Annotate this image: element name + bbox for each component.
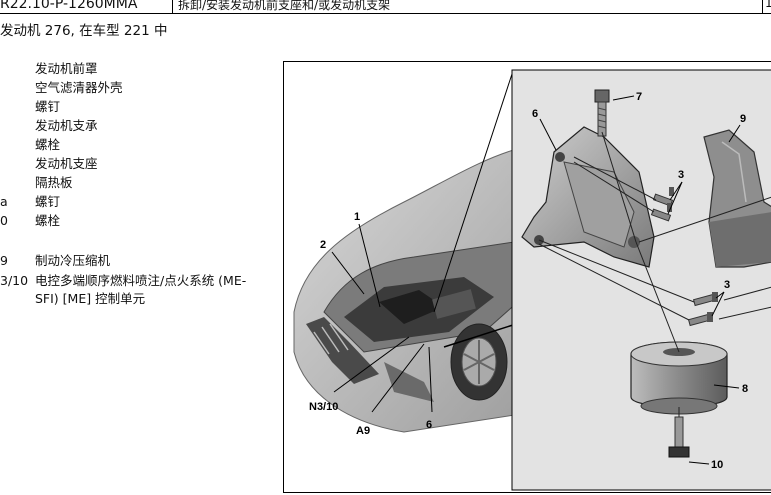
callout-label: 6 — [426, 419, 432, 431]
legend-desc: 发动机支座 — [35, 156, 98, 171]
legend-desc: 隔热板 — [35, 175, 73, 190]
legend-desc: 螺钉 — [35, 99, 61, 114]
legend-desc: 空气滤清器外壳 — [35, 80, 123, 95]
callout-label: A9 — [356, 425, 370, 437]
engine-illustration: 1 2 N3/10 A9 6 7 6 9 3 3 8 10 — [293, 69, 771, 491]
engine-mount-figure: 1 2 N3/10 A9 6 7 6 9 3 3 8 10 — [283, 61, 771, 493]
legend-code: 9 — [0, 253, 8, 268]
callout-label: N3/10 — [309, 401, 338, 413]
legend-desc: 电控多端顺序燃料喷注/点火系统 (ME-SFI) [ME] 控制单元 — [35, 273, 247, 306]
callout-label: 6 — [532, 108, 538, 120]
legend-desc: 发动机前罩 — [35, 61, 98, 76]
legend-desc: 制动冷压缩机 — [35, 253, 111, 268]
car-callouts: 1 2 N3/10 A9 6 — [309, 211, 433, 437]
bolt-7 — [594, 89, 610, 137]
detail-callouts: 7 6 9 3 3 8 10 — [532, 91, 748, 471]
heat-shield — [703, 129, 771, 268]
callout-label: 8 — [742, 383, 748, 395]
callout-label: 3 — [724, 279, 730, 291]
header-divider — [762, 0, 763, 13]
legend-code: a — [0, 194, 8, 209]
page-number: 1 — [765, 0, 771, 10]
screws-3-upper — [650, 187, 674, 222]
document-header: R22.10-P-1260MMA 拆卸/安装发动机前支座和/或发动机支架 1 — [0, 0, 771, 14]
callout-label: 1 — [354, 211, 360, 223]
screws-3-lower — [687, 292, 718, 327]
legend-desc: 螺栓 — [35, 213, 61, 228]
callout-label: 10 — [711, 459, 723, 471]
document-code: R22.10-P-1260MMA — [0, 0, 138, 12]
callout-label: 2 — [320, 239, 326, 251]
header-divider — [172, 0, 173, 13]
car-body — [293, 146, 545, 433]
document-title: 拆卸/安装发动机前支座和/或发动机支架 — [178, 0, 391, 12]
legend-desc: 螺栓 — [35, 137, 61, 152]
legend-code: 0 — [0, 213, 8, 228]
document-subtitle: 发动机 276, 在车型 221 中 — [0, 23, 168, 39]
leader-line — [433, 73, 513, 313]
legend-code: 3/10 — [0, 273, 29, 288]
legend-desc: 发动机支承 — [35, 118, 98, 133]
assembly-lines — [538, 131, 771, 417]
leader-line — [443, 323, 517, 348]
engine-mount — [630, 341, 728, 415]
callout-label: 9 — [740, 113, 746, 125]
legend-desc: 螺钉 — [35, 194, 61, 209]
engine-bracket — [521, 126, 655, 268]
callout-label: 7 — [636, 91, 642, 103]
callout-label: 3 — [678, 169, 684, 181]
